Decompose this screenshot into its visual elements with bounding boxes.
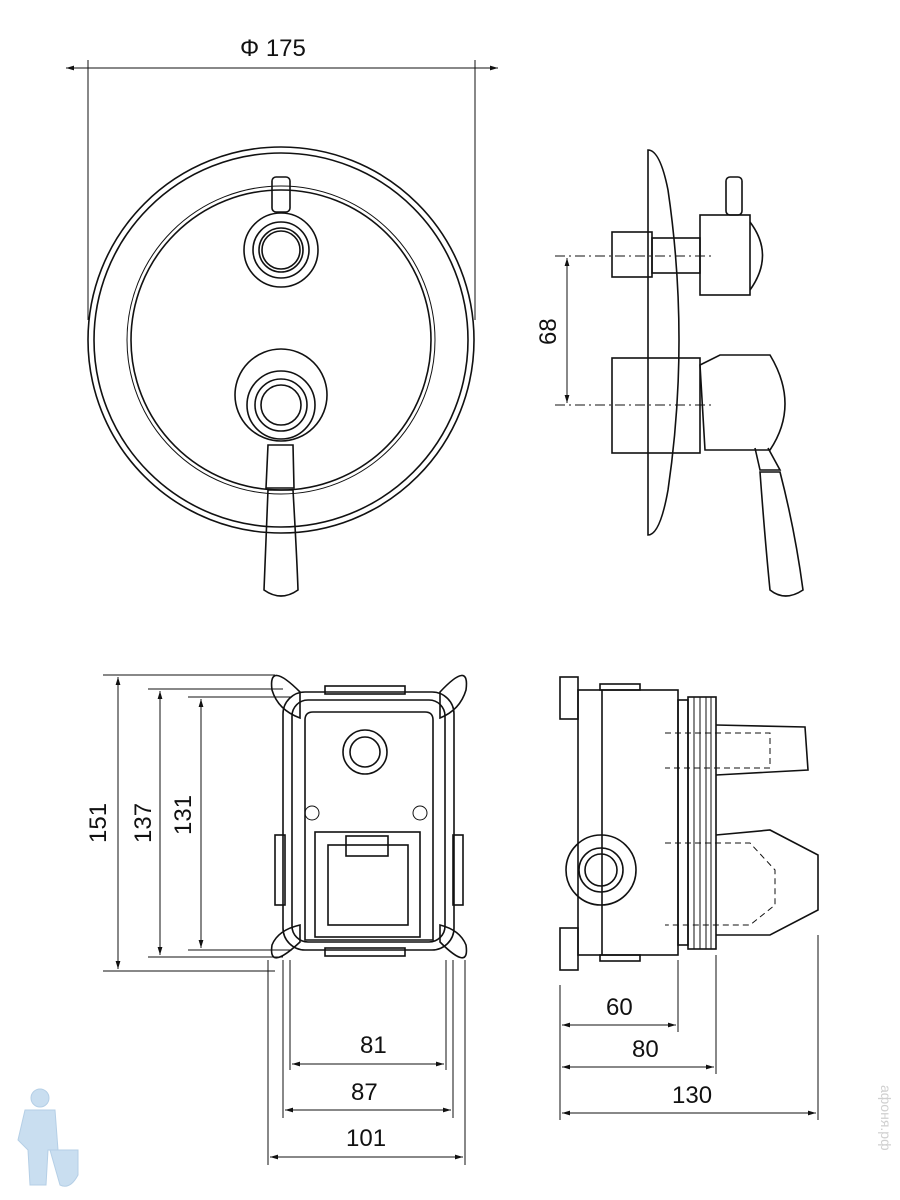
dim-68: 68 [535,318,562,345]
front-view [66,60,498,597]
watermark: афоня.рф [878,1085,894,1151]
box-front-view [103,674,468,1165]
dim-137: 137 [130,803,157,843]
dim-81: 81 [360,1032,387,1059]
dim-60: 60 [606,994,633,1021]
dim-80: 80 [632,1036,659,1063]
side-view [555,149,804,597]
dim-diameter: Φ 175 [240,35,306,62]
plumber-logo [17,1088,79,1187]
dim-131: 131 [170,795,197,835]
dim-151: 151 [85,803,112,843]
dim-130: 130 [672,1082,712,1109]
box-side-view [559,676,819,1120]
dim-101: 101 [346,1125,386,1152]
dim-87: 87 [351,1079,378,1106]
